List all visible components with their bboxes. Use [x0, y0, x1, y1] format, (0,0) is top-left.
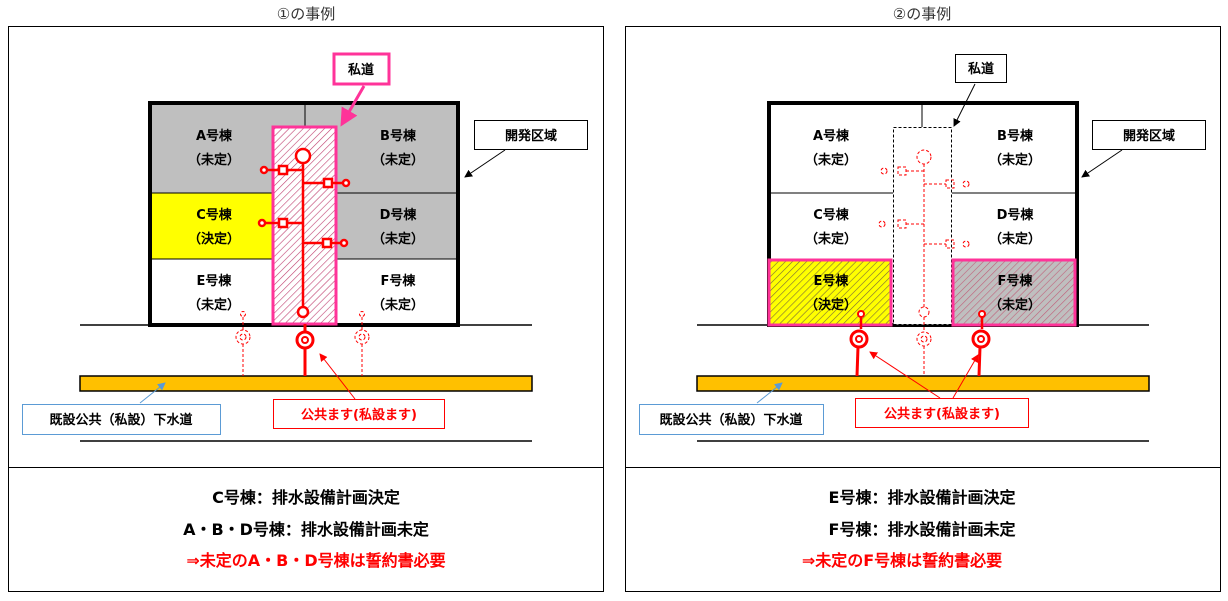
left-private-road-label-box [332, 52, 391, 86]
right-example: ②の事例 A号棟 （未定） B号棟 （未定） C号棟 （未定） D号棟 （未定）… [625, 5, 1221, 592]
right-private-road-label: 私道 [968, 61, 994, 77]
right-title: ②の事例 [893, 5, 951, 23]
right-summary-2: F号棟：排水設備計画未定 [829, 520, 1016, 539]
building-label: （未定） [805, 152, 857, 168]
building-f-right [951, 258, 1077, 327]
building-label: （未定） [372, 231, 424, 247]
building-label: D号棟 [997, 207, 1035, 223]
right-sewer-label: 既設公共（私設）下水道 [659, 412, 802, 428]
building-label: （未定） [372, 297, 424, 313]
right-private-road-label-box [955, 54, 1007, 83]
building-label: （未定） [989, 297, 1041, 313]
building-label: （未定） [989, 152, 1041, 168]
building-label: C号棟 [196, 207, 233, 223]
building-label: （未定） [188, 297, 240, 313]
left-public-manhole [295, 324, 315, 376]
building-label: （未定） [805, 231, 857, 247]
building-label: （決定） [188, 231, 240, 247]
building-label: A号棟 [196, 128, 233, 144]
building-label: （未定） [989, 231, 1041, 247]
building-label: D号棟 [380, 207, 418, 223]
building-label: （未定） [372, 152, 424, 168]
left-dev-area-label-box [474, 120, 588, 150]
building-label: E号棟 [197, 273, 233, 289]
left-sewer-label: 既設公共（私設）下水道 [49, 412, 192, 428]
right-summary-3: ⇒未定のF号棟は誓約書必要 [802, 551, 1002, 570]
left-summary-2: A・B・D号棟：排水設備計画未定 [183, 520, 429, 539]
left-summary-3: ⇒未定のA・B・D号棟は誓約書必要 [186, 551, 445, 570]
right-summary-1: E号棟：排水設備計画決定 [829, 488, 1016, 507]
building-label: A号棟 [813, 128, 850, 144]
left-frame [8, 26, 604, 592]
building-d [337, 193, 458, 259]
building-label: （決定） [805, 297, 857, 313]
right-manhole-label: 公共ます(私設ます) [884, 406, 1000, 422]
building-label: F号棟 [998, 273, 1034, 289]
right-sewer-label-box [639, 404, 824, 435]
right-private-road [893, 127, 952, 325]
building-label: B号棟 [997, 128, 1034, 144]
left-title: ①の事例 [277, 5, 335, 23]
right-planned-pipes [878, 149, 970, 376]
building-label: （未定） [188, 152, 240, 168]
left-private-road-label: 私道 [348, 62, 374, 78]
left-summary-1: C号棟：排水設備計画決定 [212, 488, 400, 507]
building-label: B号棟 [380, 128, 417, 144]
right-frame [625, 26, 1221, 592]
left-unused-manholes [235, 311, 370, 376]
left-sewer-label-box [22, 404, 221, 435]
building-c [150, 193, 272, 259]
right-sewer-main [696, 375, 1150, 392]
left-manhole-label: 公共ます(私設ます) [301, 407, 417, 423]
building-label: F号棟 [381, 273, 417, 289]
right-development-area [767, 101, 1079, 327]
left-dev-area-label: 開発区域 [505, 128, 557, 144]
building-label: C号棟 [813, 207, 850, 223]
left-sewer-main [79, 375, 533, 392]
building-label: E号棟 [814, 273, 850, 289]
left-example: ①の事例 A号棟 （未定） B号棟 （未定） C号棟 （決定） D号棟 （未定）… [8, 5, 604, 592]
left-manhole-label-box [273, 399, 445, 429]
right-public-manholes [849, 310, 991, 377]
right-dev-area-label: 開発区域 [1123, 128, 1175, 144]
right-dev-area-label-box [1092, 120, 1206, 150]
building-e-right [767, 258, 893, 327]
right-manhole-label-box [855, 398, 1029, 428]
left-drain-pipes [257, 147, 351, 319]
